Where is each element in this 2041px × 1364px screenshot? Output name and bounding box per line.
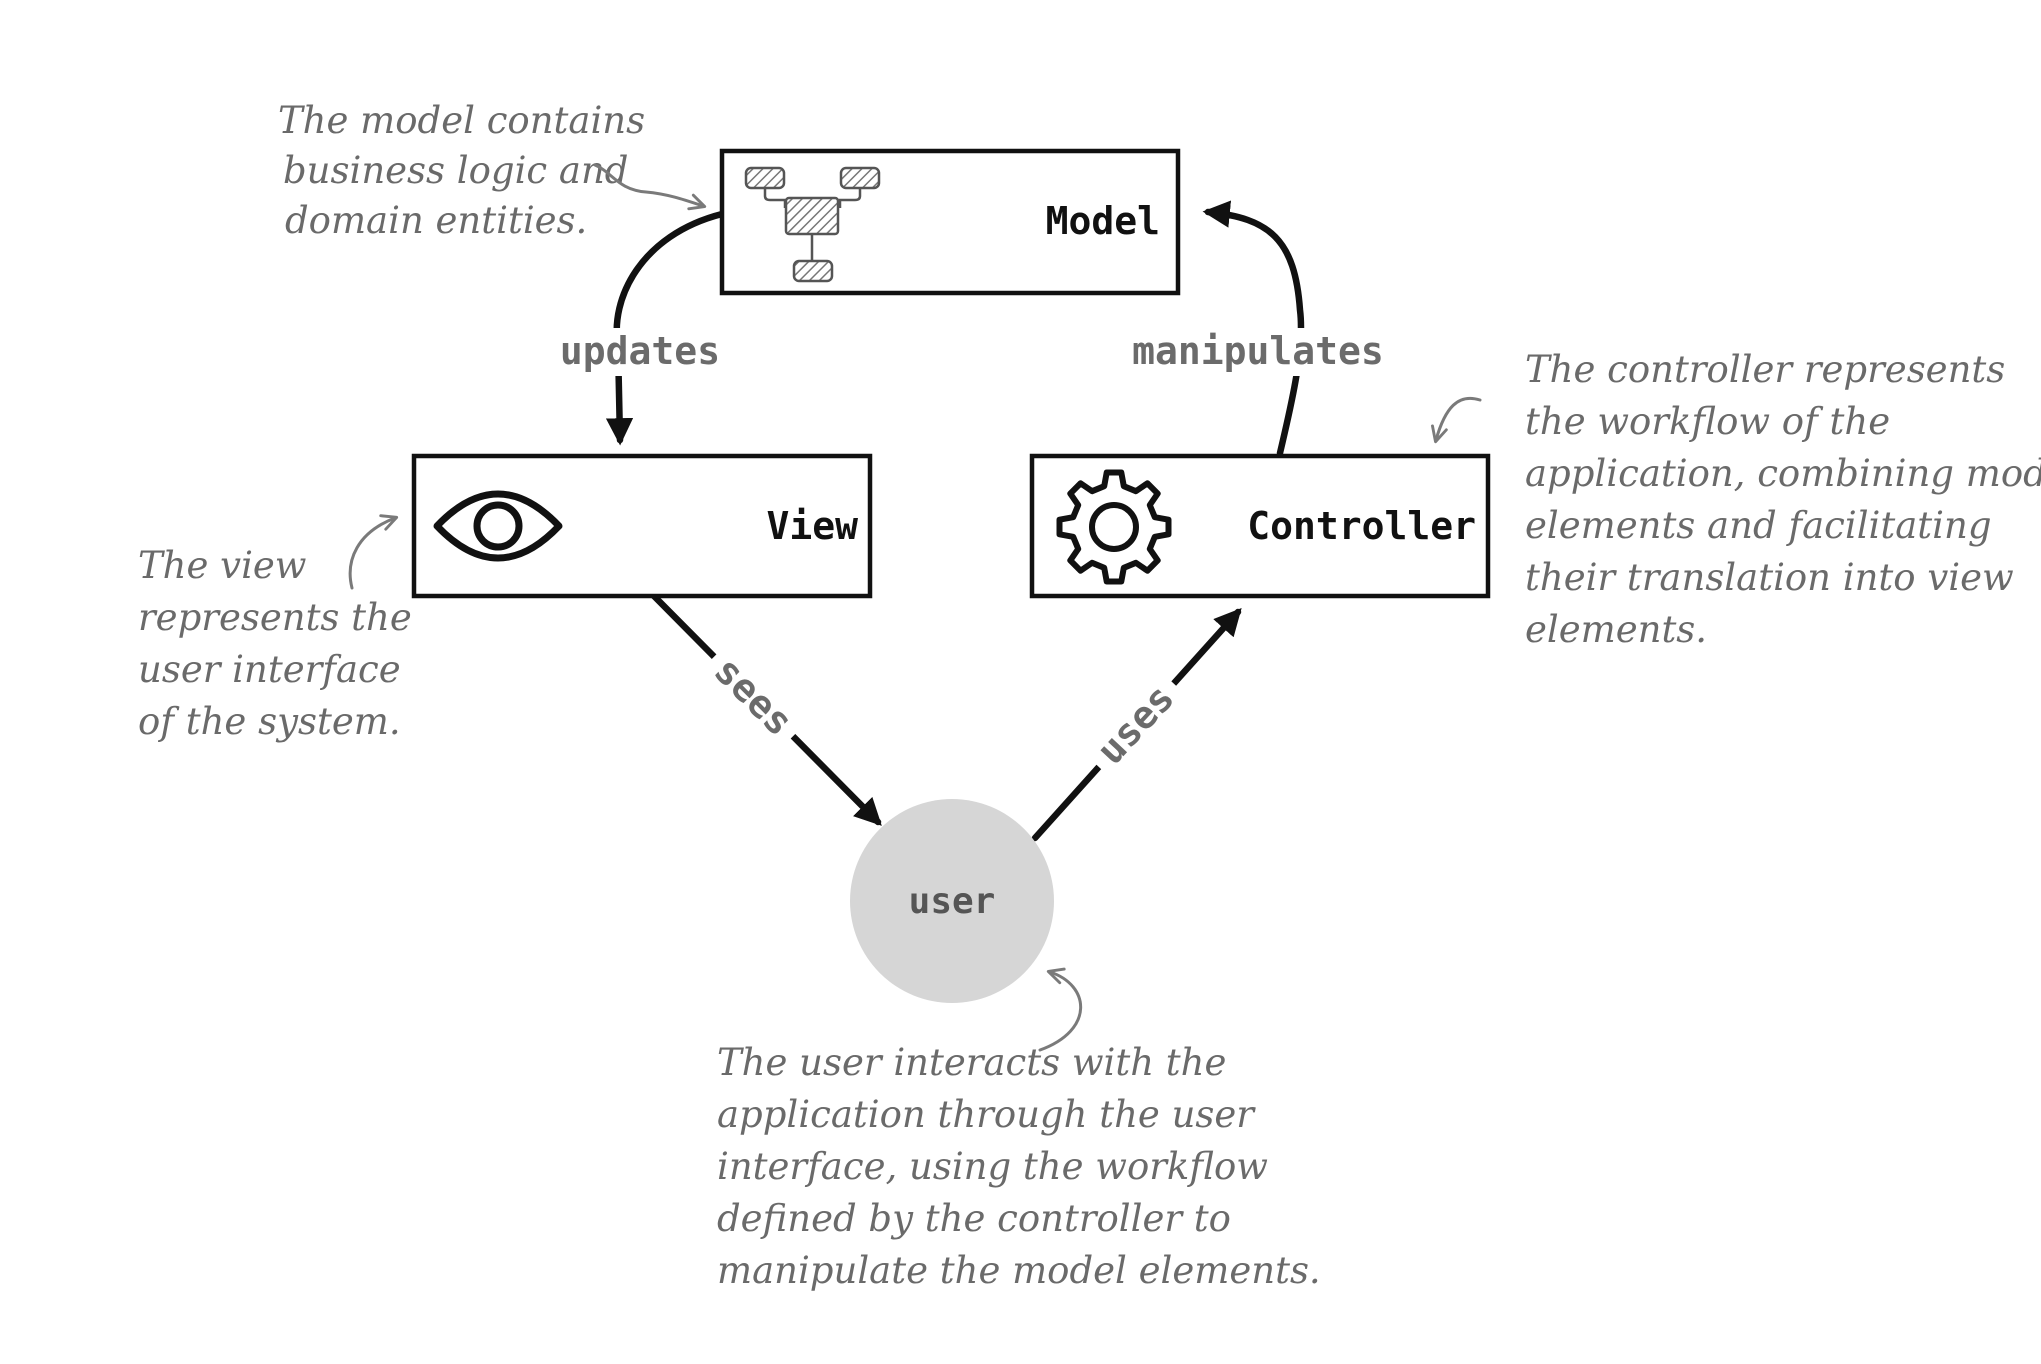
controller-label: Controller [1247,504,1476,548]
view-note: The view represents the user interface o… [138,514,412,743]
hierarchy-icon [744,166,881,283]
model-note-arrow [593,163,707,211]
controller-node: Controller [1029,453,1491,599]
note-line: domain entities. [285,199,587,242]
view-node: View [411,453,873,599]
edge-controller-to-model [1202,200,1305,457]
edge-label-sees-group: sees [696,640,810,754]
view-label: View [766,504,858,548]
note-line: their translation into view [1525,556,2014,599]
note-line: elements and facilitating [1525,504,1992,547]
note-line: defined by the controller to [717,1197,1231,1240]
edge-label-updates: updates [560,329,720,373]
note-line: represents the [138,596,412,639]
note-line: The user interacts with the [717,1041,1226,1084]
model-node: Model [719,148,1181,296]
note-line: application, combining model [1525,452,2041,495]
note-line: elements. [1525,608,1707,651]
model-label: Model [1046,199,1160,243]
user-note-arrow [1038,967,1083,1052]
note-line: The model contains [278,99,645,142]
view-note-arrow [348,514,399,590]
note-line: business logic and [283,149,628,192]
note-line: user interface [138,648,401,691]
note-line: application through the user [717,1093,1256,1136]
note-line: of the system. [138,700,401,743]
note-line: manipulate the model elements. [717,1249,1321,1292]
edge-label-uses-group: uses [1080,667,1192,783]
user-node: user [850,799,1054,1003]
note-line: the workflow of the [1525,400,1890,443]
note-line: interface, using the workflow [717,1145,1268,1188]
edge-label-bg [1108,328,1408,376]
controller-note-arrow [1431,396,1482,444]
edge-label-bg [540,328,740,376]
gear-icon [1056,469,1172,585]
view-box [411,453,873,599]
note-line: The controller represents [1525,348,2005,391]
eye-icon [433,490,563,562]
user-label: user [909,881,996,922]
controller-note: The controller represents the workflow o… [1431,348,2041,651]
edge-label-manipulates: manipulates [1132,329,1384,373]
user-circle [850,799,1054,1003]
user-note: The user interacts with the application … [717,967,1321,1292]
model-note: The model contains business logic and do… [278,99,707,242]
note-line: The view [138,544,306,587]
edge-model-to-view [605,210,726,446]
